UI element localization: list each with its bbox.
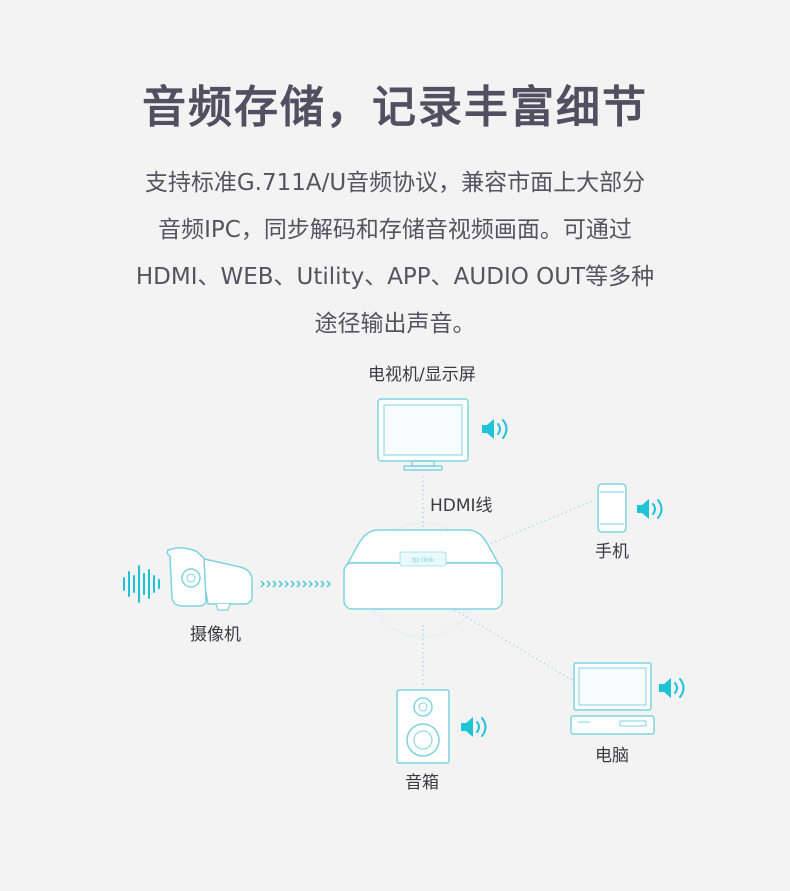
audio-wave-icon (123, 565, 160, 603)
phone-line (469, 499, 596, 553)
description-line-2: 音频IPC，同步解码和存储音视频画面。可通过 (158, 217, 632, 243)
tv-monitor-icon (377, 398, 469, 471)
phone-label: 手机 (595, 542, 629, 562)
volume-icon-speaker (461, 717, 487, 737)
volume-icon-phone (637, 499, 663, 519)
camera-icon (166, 547, 253, 611)
pc-label: 电脑 (595, 746, 629, 766)
description-line-3: HDMI、WEB、Utility、APP、AUDIO OUT等多种 (135, 264, 655, 290)
phone-icon (597, 483, 627, 533)
description-line-1: 支持标准G.711A/U音频协议，兼容市面上大部分 (144, 170, 646, 196)
nvr-device: tp-link (343, 522, 503, 638)
description-line-4: 途径输出声音。 (314, 311, 476, 337)
page-title: 音频存储，记录丰富细节 (142, 82, 648, 133)
description: 支持标准G.711A/U音频协议，兼容市面上大部分 音频IPC，同步解码和存储音… (95, 160, 695, 348)
tv-label: 电视机/显示屏 (368, 365, 476, 385)
pc-icon (570, 662, 655, 735)
volume-icon-tv (482, 419, 508, 439)
camera-stream-arrows (260, 580, 331, 588)
hdmi-label: HDMI线 (430, 496, 493, 516)
speaker-label: 音箱 (405, 773, 439, 793)
camera-label: 摄像机 (190, 625, 241, 645)
pc-line (454, 609, 573, 681)
connection-lines (422, 476, 596, 688)
device-brand-logo: tp-link (412, 556, 435, 564)
speaker-icon (396, 689, 450, 764)
volume-icon-pc (659, 678, 685, 698)
